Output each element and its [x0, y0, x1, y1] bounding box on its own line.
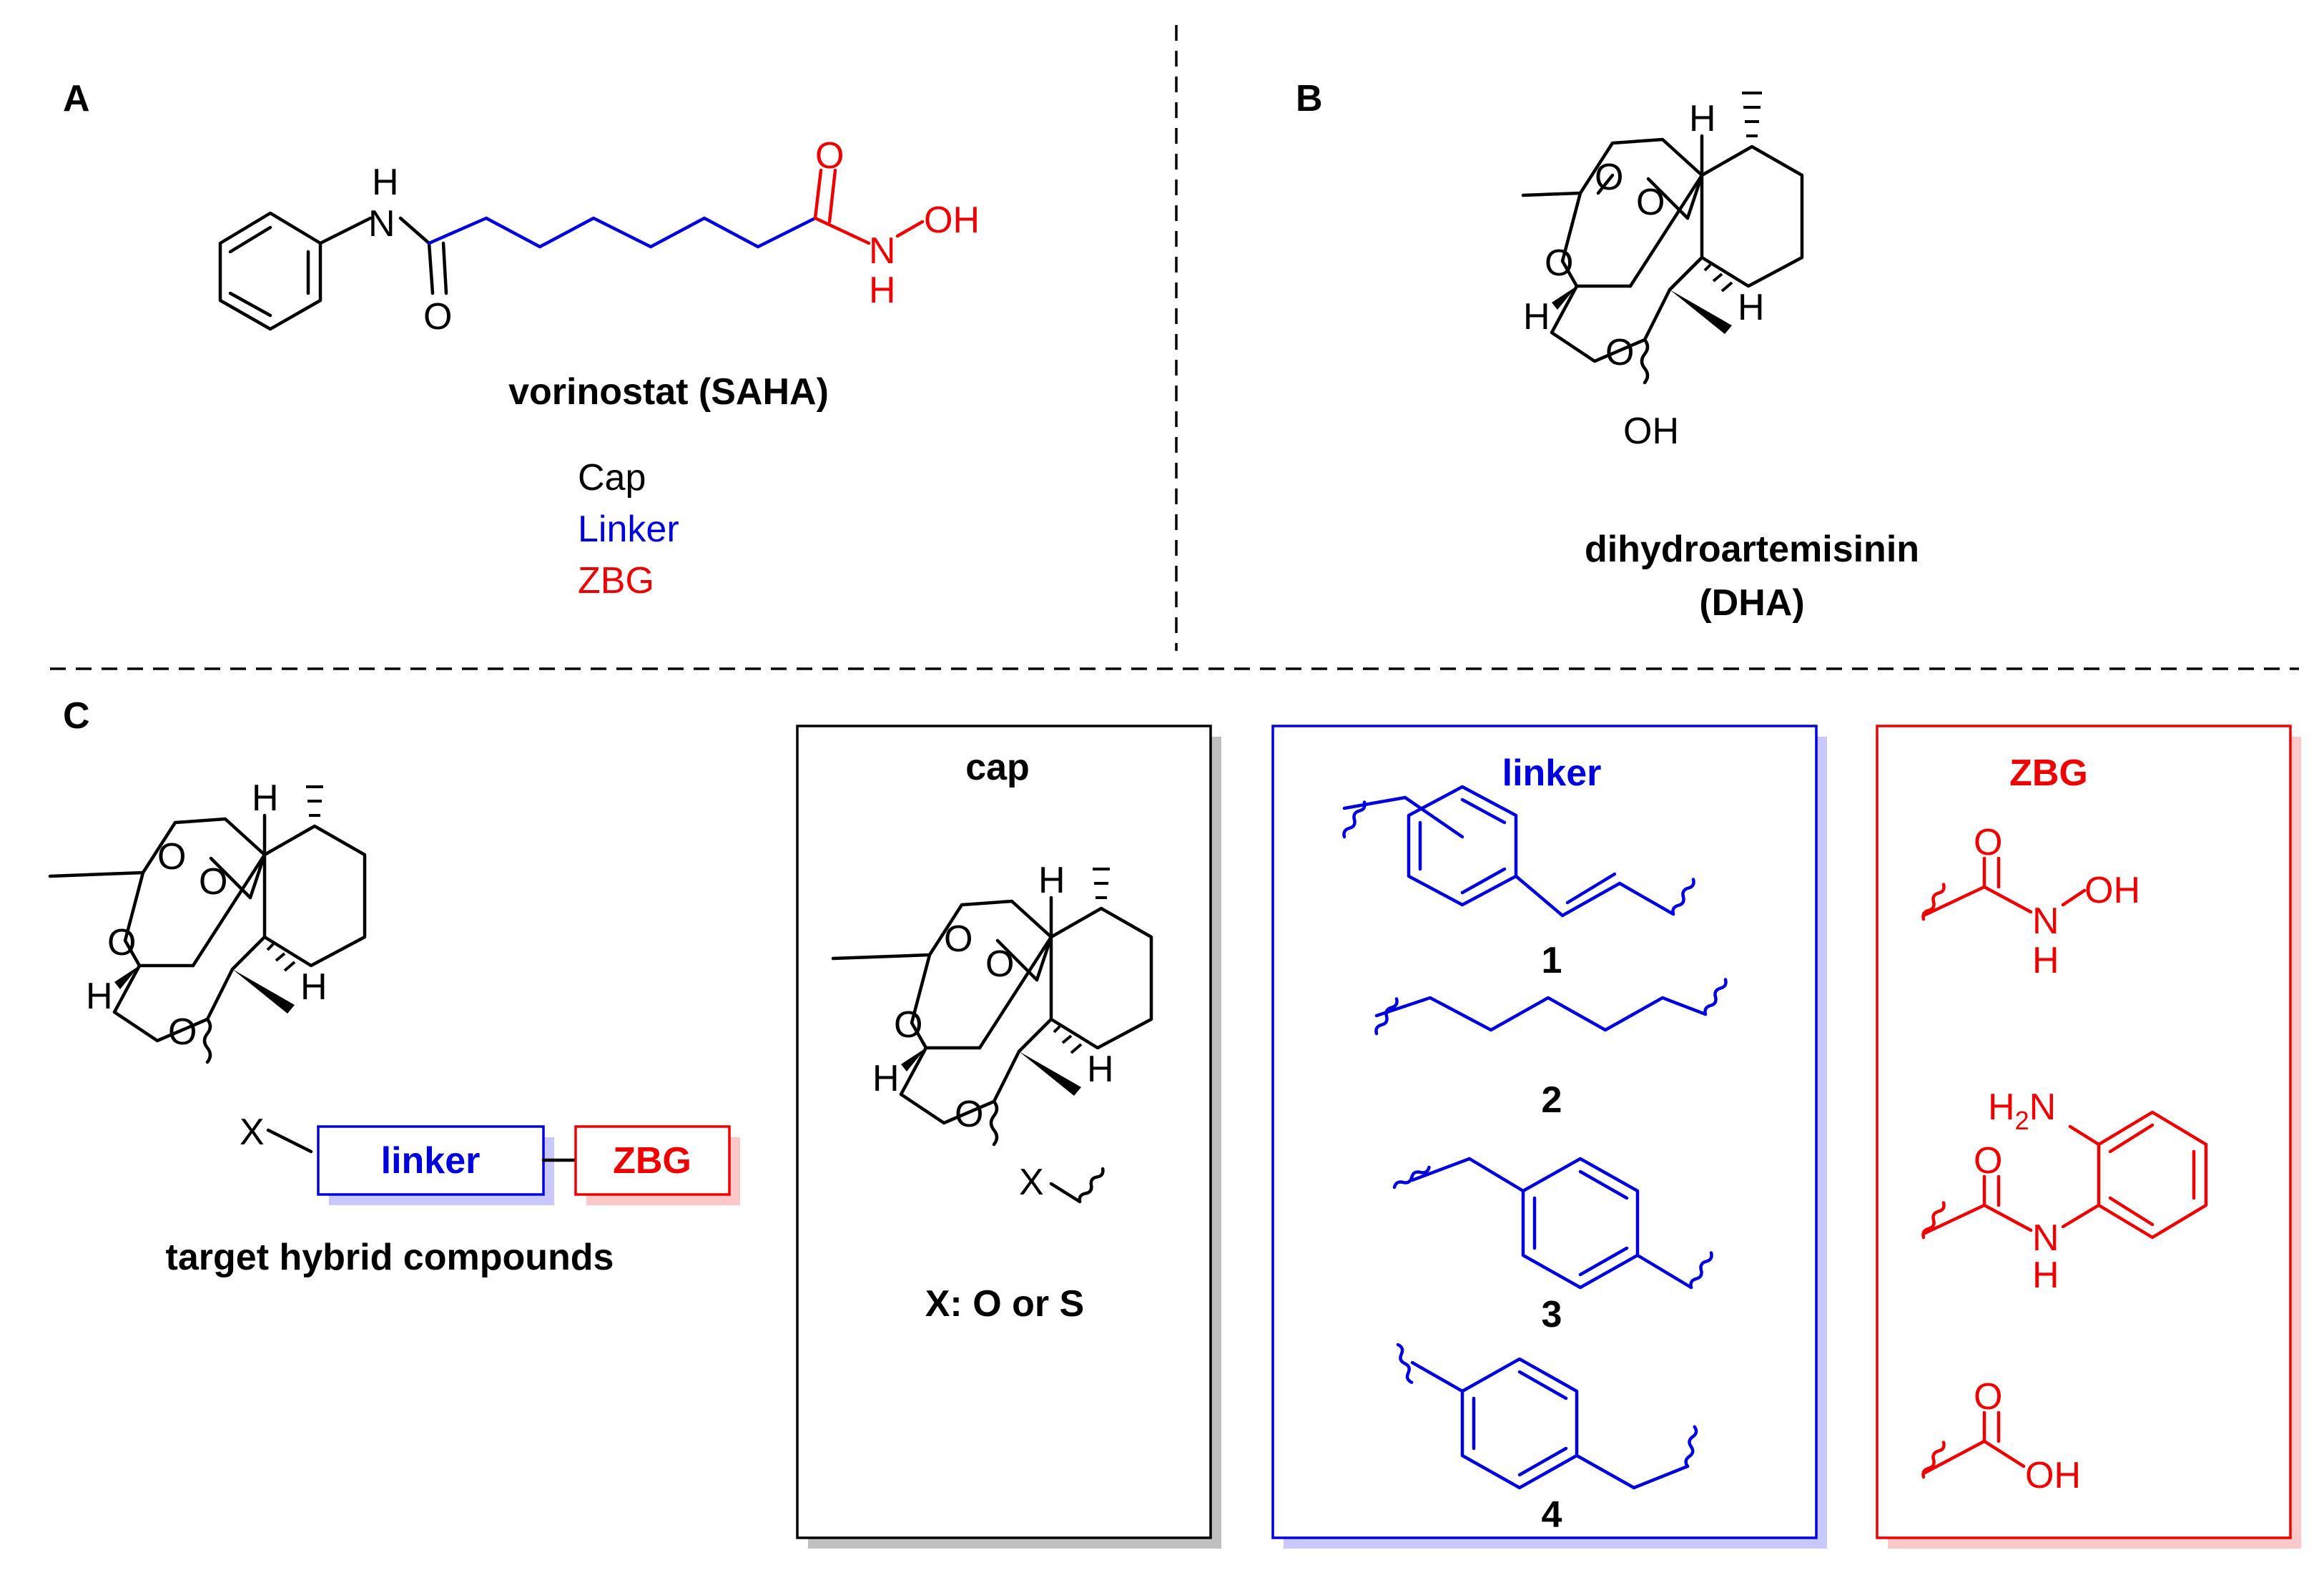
cap-o-1: O: [944, 918, 973, 960]
zbg1-n: N: [2032, 901, 2059, 942]
linker-3-number: 3: [1542, 1294, 1562, 1335]
hybrid-o-1: O: [157, 836, 186, 878]
atom-zbg-oh: OH: [924, 200, 980, 241]
linker-1-structure: 1: [1342, 785, 1695, 981]
zbg-box: ZBG O N OH H O N: [1876, 725, 2301, 1549]
panel-letter-a: A: [63, 78, 90, 119]
atom-nh-h: H: [372, 162, 399, 203]
linker-2-number: 2: [1542, 1079, 1562, 1121]
dha-name-line1: dihydroartemisinin: [1585, 529, 1919, 570]
hybrid-o-ring: O: [107, 922, 136, 963]
hybrid-h-left: H: [86, 976, 113, 1017]
zbg-title: ZBG: [2009, 752, 2088, 794]
dha-o-ring: O: [1545, 242, 1573, 284]
linker-3-structure: 3: [1393, 1157, 1713, 1335]
dha-name-line2: (DHA): [1699, 582, 1804, 624]
zbg-carboxylic-acid: O OH: [1921, 1376, 2081, 1496]
cap-h-right: H: [1087, 1049, 1114, 1090]
zbg2-h2n: H2N: [1988, 1086, 2056, 1135]
hybrid-linker-box: linker: [317, 1125, 554, 1205]
panel-letter-c: C: [63, 695, 90, 737]
colour-legend: Cap Linker ZBG: [578, 457, 679, 602]
hybrid-o-pyran: O: [168, 1011, 197, 1053]
cap-o-2: O: [985, 943, 1014, 985]
cap-structure: H H O O O H O X: [831, 860, 1153, 1203]
hybrid-h-right: H: [300, 966, 328, 1008]
vorinostat-structure: H N O O N OH H: [218, 135, 980, 338]
legend-cap: Cap: [578, 457, 646, 499]
cap-h-left: H: [872, 1058, 900, 1099]
linker-4-number: 4: [1542, 1494, 1562, 1536]
hybrid-o-2: O: [199, 861, 227, 903]
zbg3-o: O: [1974, 1376, 2002, 1418]
dha-h-top: H: [1689, 98, 1716, 139]
cap-box: cap H H O O O H O X: [796, 725, 1221, 1549]
dha-h-left: H: [1523, 296, 1550, 338]
linker-2-structure: 2: [1374, 978, 1728, 1121]
linker-1-number: 1: [1542, 940, 1562, 981]
hybrid-h-top: H: [252, 777, 279, 819]
hybrid-linker-label: linker: [381, 1140, 481, 1182]
zbg-hydroxamic-acid: O N OH H: [1921, 822, 2140, 981]
zbg1-h: H: [2032, 940, 2059, 981]
dha-o-1: O: [1595, 157, 1623, 198]
hybrid-structure: H H O O O H O X: [48, 777, 367, 1154]
vorinostat-name: vorinostat (SAHA): [508, 371, 829, 413]
linker-title: linker: [1502, 752, 1602, 794]
cap-o-pyran: O: [955, 1094, 983, 1135]
zbg2-h: H: [2032, 1255, 2059, 1296]
linker-4-structure: 4: [1396, 1344, 1697, 1536]
zbg1-oh: OH: [2084, 870, 2140, 911]
legend-zbg: ZBG: [578, 560, 654, 602]
hybrid-x: X: [240, 1112, 265, 1153]
hybrid-caption: target hybrid compounds: [166, 1237, 614, 1278]
dha-h-right: H: [1738, 287, 1765, 328]
panel-c: C H H O O O H O X: [48, 695, 740, 1278]
panel-b: B H H: [1296, 78, 1919, 624]
cap-o-ring: O: [894, 1004, 922, 1046]
zbg2-o: O: [1974, 1140, 2002, 1182]
atom-nh-n: N: [368, 203, 395, 245]
hybrid-zbg-box: ZBG: [574, 1125, 740, 1205]
atom-zbg-h: H: [869, 270, 896, 311]
linker-box: linker 1 2: [1271, 725, 1827, 1549]
cap-h-top: H: [1038, 860, 1065, 901]
hybrid-zbg-label: ZBG: [613, 1140, 691, 1182]
zbg-aminoanilide: O N H H2N: [1921, 1086, 2208, 1296]
dha-structure: H H O O O H O OH: [1521, 92, 1804, 452]
cap-x: X: [1019, 1162, 1044, 1203]
legend-linker: Linker: [578, 509, 679, 550]
panel-a: A H N O O N OH H v: [63, 78, 980, 602]
atom-amide-o: O: [423, 296, 452, 338]
atom-zbg-n: N: [869, 230, 896, 272]
atom-zbg-o: O: [815, 135, 844, 177]
cap-title: cap: [965, 747, 1030, 788]
dha-oh: OH: [1623, 411, 1679, 452]
panel-letter-b: B: [1296, 78, 1323, 119]
zbg1-o: O: [1974, 822, 2002, 863]
zbg3-oh: OH: [2025, 1455, 2081, 1496]
dha-o-pyran: O: [1605, 332, 1634, 373]
cap-note: X: O or S: [925, 1283, 1084, 1325]
dha-o-2: O: [1636, 182, 1665, 223]
zbg2-n: N: [2032, 1217, 2059, 1259]
